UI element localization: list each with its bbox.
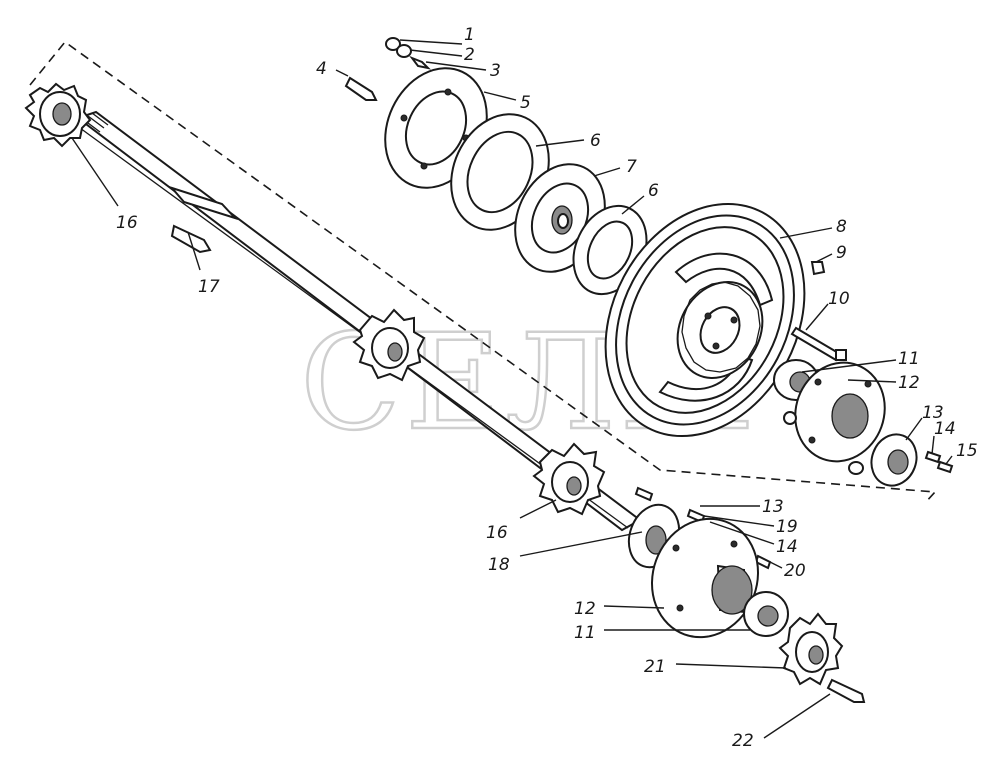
pin-4 [344, 76, 378, 101]
callout-15: 15 [956, 441, 978, 461]
callout-16-lower: 16 [486, 523, 508, 543]
sprocket-middle [352, 308, 426, 382]
callout-16-upper: 16 [116, 213, 138, 233]
sprocket-left-top [24, 82, 92, 148]
callout-14-upper: 14 [934, 419, 956, 439]
cap-13-upper [870, 433, 918, 487]
leader-lines [71, 39, 953, 739]
callout-9: 9 [836, 243, 847, 263]
callout-11-lower: 11 [574, 623, 596, 643]
flange-housing-12-upper [794, 361, 886, 463]
callout-1: 1 [464, 25, 475, 45]
pin-22 [826, 678, 866, 703]
key-17 [170, 224, 212, 254]
fastener-stack-1-3 [385, 37, 432, 70]
bolt-9 [810, 261, 826, 276]
callout-20: 20 [784, 561, 806, 581]
bolt-10 [790, 326, 847, 362]
callout-18: 18 [488, 555, 510, 575]
sprocket-21 [778, 612, 844, 686]
sprocket-wheel-8 [604, 202, 806, 438]
callout-5: 5 [520, 93, 531, 113]
callout-11-upper: 11 [898, 349, 920, 369]
callout-6-upper: 6 [590, 131, 601, 151]
callout-8: 8 [836, 217, 847, 237]
assembly-centerline [29, 40, 937, 504]
bearing-11-lower [743, 591, 789, 637]
callout-17: 17 [198, 277, 220, 297]
callout-13-lower: 13 [762, 497, 784, 517]
nut-left-12 [783, 411, 797, 425]
callout-12-lower: 12 [574, 599, 596, 619]
callout-13-upper: 13 [922, 403, 944, 423]
nut-lower-right [848, 461, 864, 475]
callout-12-upper: 12 [898, 373, 920, 393]
bolts-14-15 [924, 450, 954, 474]
callout-7: 7 [626, 157, 637, 177]
callout-10: 10 [828, 289, 850, 309]
bolt-shaft-lower [634, 486, 654, 502]
callout-22: 22 [732, 731, 754, 751]
callout-labels: 1 2 3 4 5 6 7 6 8 9 10 11 12 13 14 15 16… [116, 25, 978, 751]
callout-3: 3 [490, 61, 501, 81]
callout-14-lower: 14 [776, 537, 798, 557]
callout-6-lower: 6 [648, 181, 659, 201]
callout-21: 21 [644, 657, 666, 677]
sprocket-lower [532, 442, 606, 516]
callout-2: 2 [464, 45, 475, 65]
callout-19: 19 [776, 517, 798, 537]
callout-4: 4 [316, 59, 327, 79]
